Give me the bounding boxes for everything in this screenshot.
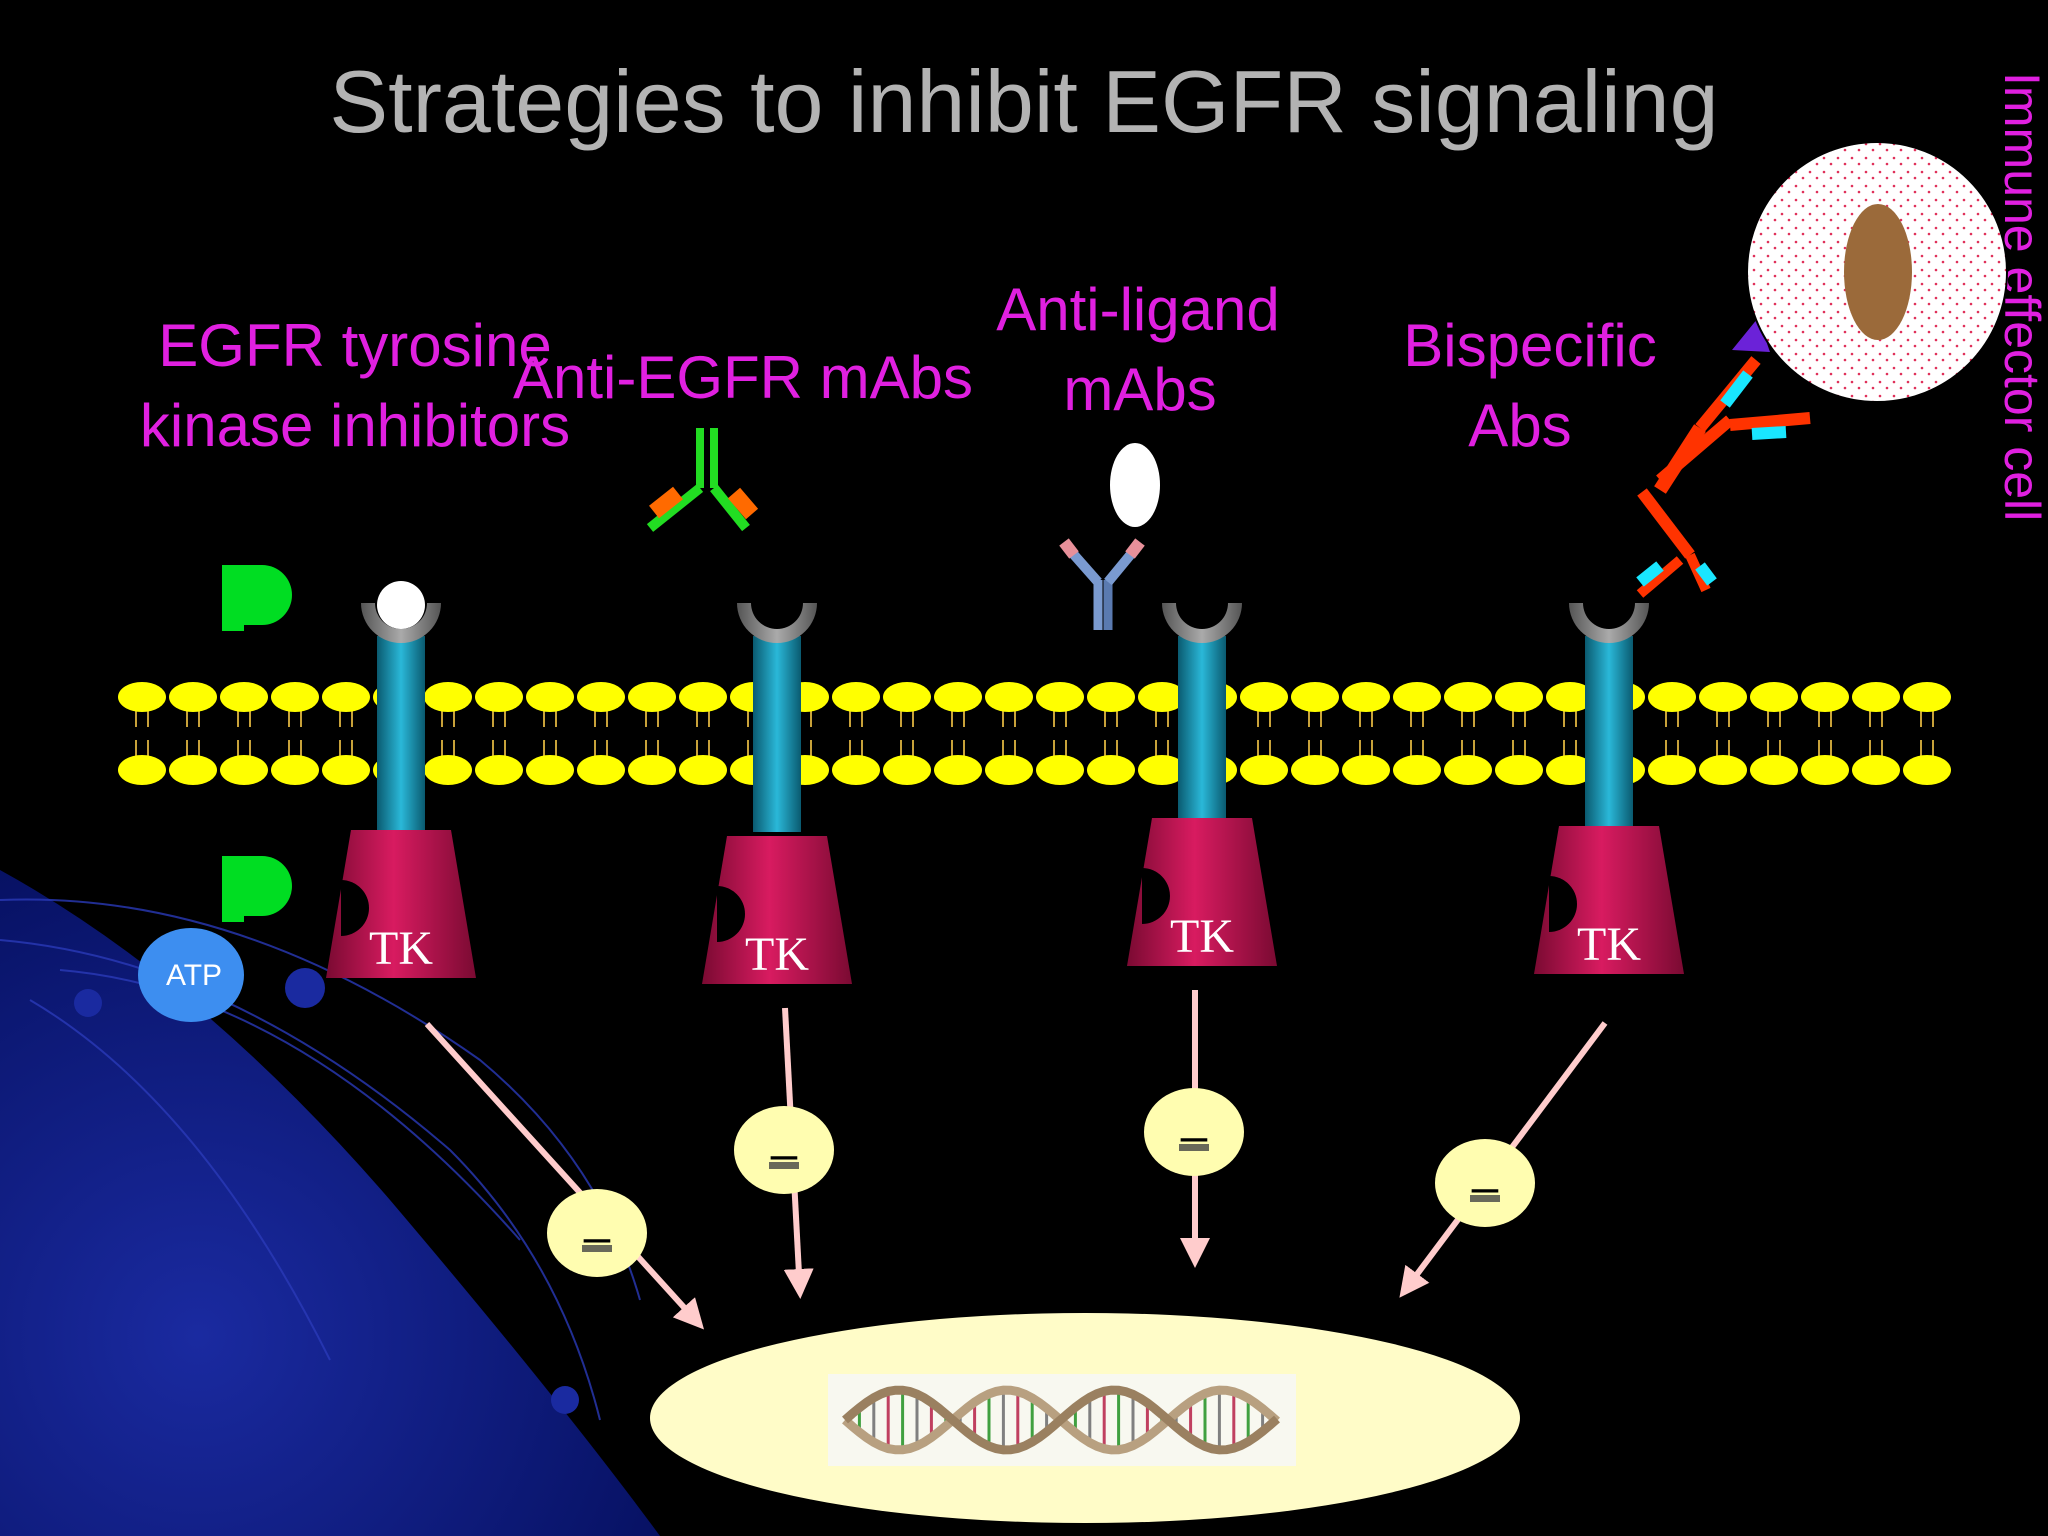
lipid-unit — [1342, 682, 1390, 785]
background-blue-shape — [0, 870, 660, 1536]
background-dot — [551, 1386, 579, 1414]
lipid-unit — [118, 682, 166, 785]
atp-icon: ATP — [138, 928, 244, 1022]
signal-arrow: – — [424, 1021, 705, 1330]
ligand-binding-cup — [737, 603, 817, 643]
signal-arrow: – — [1144, 990, 1244, 1268]
lipid-unit — [1036, 682, 1084, 785]
bispecific-antibody-icon — [1636, 356, 1811, 598]
background-dot — [74, 989, 102, 1017]
inhibition-symbol-icon: – — [1435, 1139, 1535, 1227]
lipid-unit — [424, 682, 472, 785]
bispecific-label-line1: Bispecific — [1403, 312, 1656, 379]
lipid-unit — [220, 682, 268, 785]
inhibition-sign: – — [771, 1128, 798, 1181]
ligand-icon — [377, 581, 425, 629]
receptor-icon: TK — [326, 603, 476, 978]
lipid-unit — [883, 682, 931, 785]
ligand-binding-cup — [1569, 603, 1649, 643]
lipid-unit — [475, 682, 523, 785]
inhibition-sign: – — [1472, 1161, 1499, 1214]
inhibition-symbol-icon: – — [1144, 1088, 1244, 1176]
lipid-unit — [169, 682, 217, 785]
receptor-icon: TK — [702, 603, 852, 984]
signal-pathways: – – – – — [424, 990, 1608, 1330]
ligand-binding-cup — [1162, 603, 1242, 643]
anti-ligand-antibody-icon — [1059, 538, 1145, 630]
kinase-domain-icon: TK — [702, 836, 852, 984]
inhibition-sign: – — [584, 1211, 611, 1264]
cell-membrane — [118, 682, 1951, 785]
tki-label-line1: EGFR tyrosine — [158, 312, 551, 379]
receptor-icon: TK — [1534, 603, 1684, 974]
anti-ligand-label-line2: mAbs — [1063, 356, 1216, 423]
signal-arrow: – — [734, 1007, 834, 1299]
kinase-domain-icon: TK — [1534, 826, 1684, 974]
lipid-unit — [271, 682, 319, 785]
inhibition-symbol-icon: – — [547, 1189, 647, 1277]
anti-ligand-label-line1: Anti-ligand — [996, 276, 1280, 343]
bispecific-label-line2: Abs — [1468, 392, 1571, 459]
nucleus — [650, 1313, 1520, 1523]
lipid-unit — [1291, 682, 1339, 785]
kinase-label: TK — [1170, 910, 1234, 963]
phosphate-icon — [222, 856, 292, 922]
kinase-domain-icon: TK — [326, 830, 476, 978]
lipid-unit — [1750, 682, 1798, 785]
receptor-icon: TK — [1127, 603, 1277, 966]
lipid-unit — [1852, 682, 1900, 785]
immune-cell-icon — [1732, 141, 2008, 403]
lipid-unit — [577, 682, 625, 785]
lipid-unit — [934, 682, 982, 785]
kinase-label: TK — [369, 922, 433, 975]
kinase-label: TK — [745, 928, 809, 981]
inhibition-symbol-icon: – — [734, 1106, 834, 1194]
lipid-unit — [322, 682, 370, 785]
lipid-unit — [1444, 682, 1492, 785]
inhibition-sign: – — [1181, 1110, 1208, 1163]
lipid-unit — [1138, 682, 1186, 785]
tki-label-line2: kinase inhibitors — [140, 392, 570, 459]
ligand-icon — [1110, 443, 1160, 527]
kinase-domain-icon: TK — [1127, 818, 1277, 966]
lipid-unit — [526, 682, 574, 785]
dna-helix-icon — [842, 1385, 1280, 1455]
ligand-binding-cup — [361, 603, 441, 643]
atp-label: ATP — [166, 959, 222, 992]
phosphate-icon — [222, 565, 292, 631]
lipid-unit — [679, 682, 727, 785]
lipid-unit — [1240, 682, 1288, 785]
lipid-unit — [1699, 682, 1747, 785]
lipid-unit — [1648, 682, 1696, 785]
anti-egfr-label: Anti-EGFR mAbs — [513, 344, 973, 411]
lipid-unit — [1903, 682, 1951, 785]
lipid-unit — [1087, 682, 1135, 785]
signal-arrow: – — [1399, 1021, 1608, 1298]
lipid-unit — [1801, 682, 1849, 785]
lipid-unit — [1495, 682, 1543, 785]
lipid-unit — [1393, 682, 1441, 785]
kinase-label: TK — [1577, 918, 1641, 971]
lipid-unit — [985, 682, 1033, 785]
lipid-unit — [628, 682, 676, 785]
lipid-unit — [832, 682, 880, 785]
slide-title: Strategies to inhibit EGFR signaling — [329, 52, 1718, 151]
lipid-unit — [1546, 682, 1594, 785]
egfr-receptors: TK TK TK TK — [326, 603, 1684, 984]
anti-egfr-antibody-icon — [646, 428, 759, 532]
background-dot — [285, 968, 325, 1008]
